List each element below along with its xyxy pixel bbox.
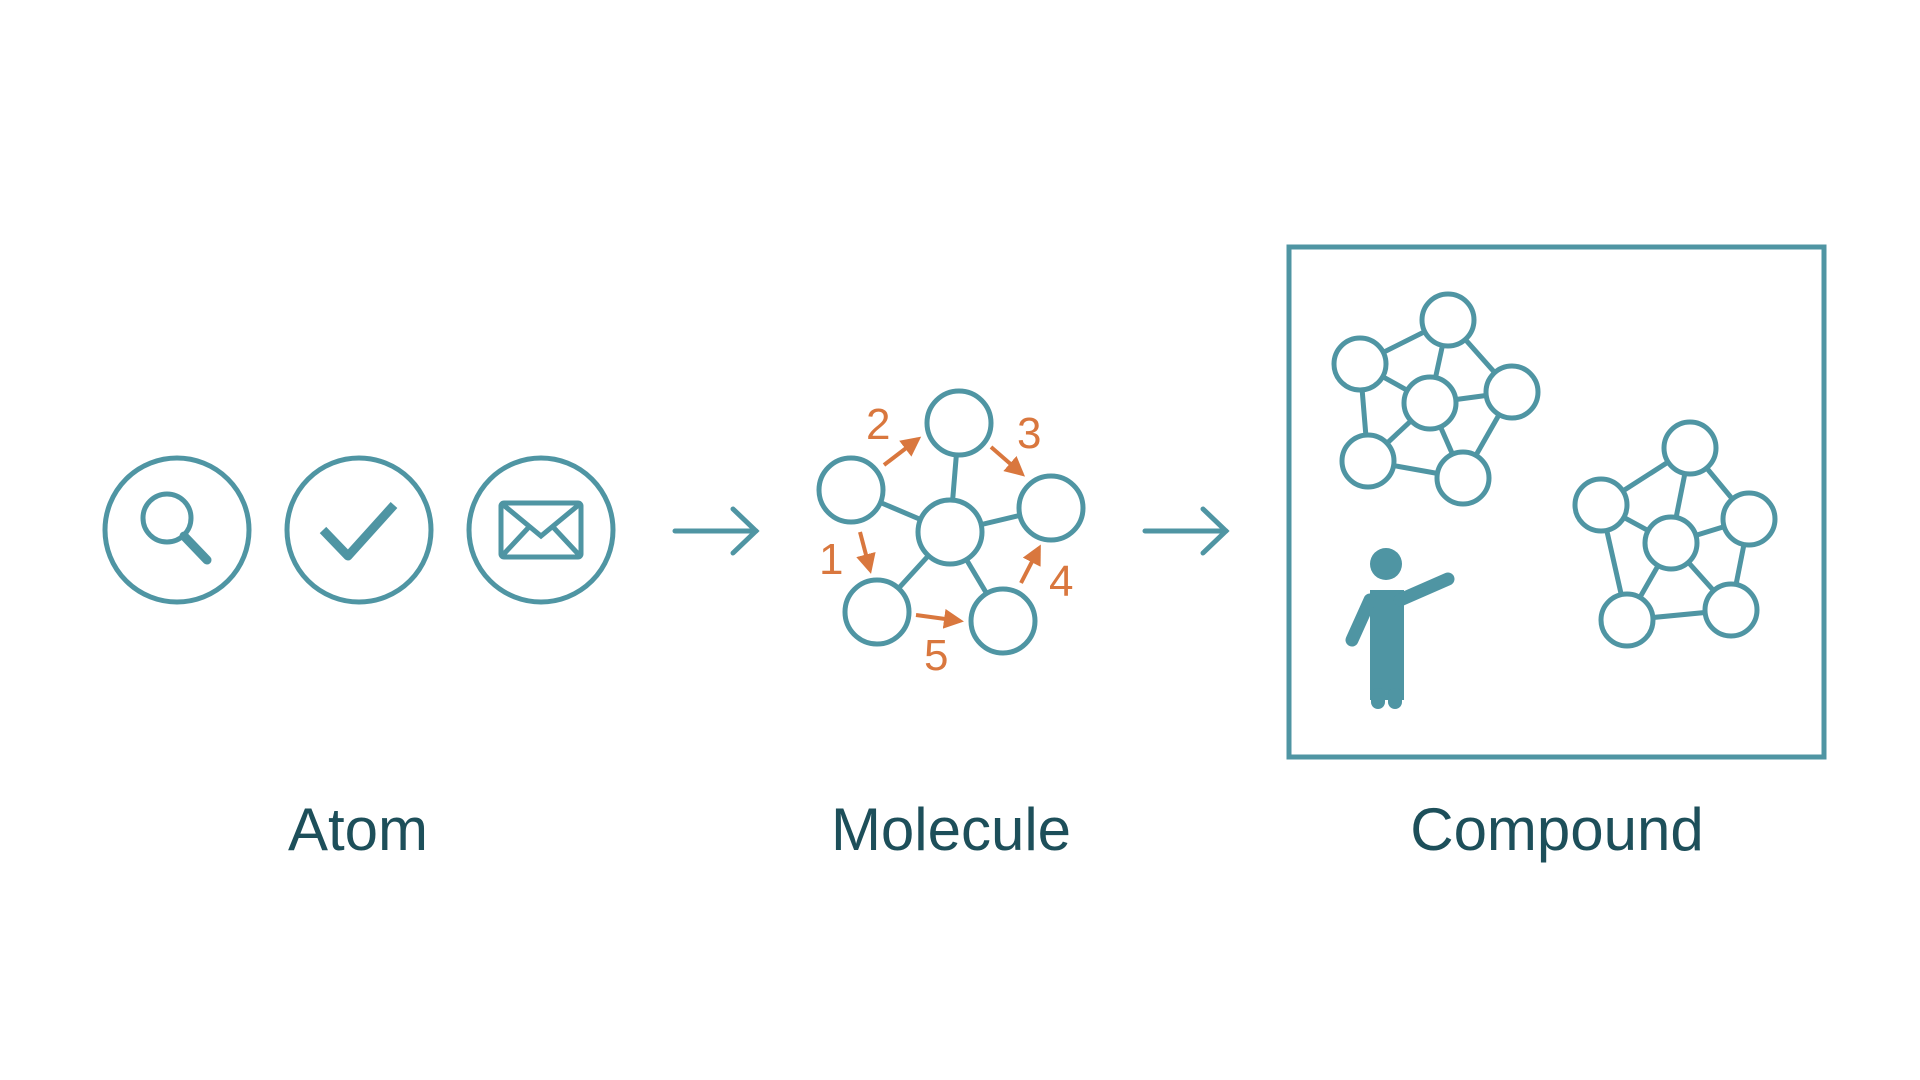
search-icon: [102, 455, 252, 605]
flow-arrow-3: [989, 445, 1026, 477]
molecule-node-center: [915, 497, 985, 567]
step-number-4: 4: [1049, 557, 1073, 606]
arrow-right-icon: [672, 506, 760, 556]
step-number-2: 2: [866, 400, 890, 449]
caption-molecule: Molecule: [831, 796, 1071, 863]
atom-group: [102, 455, 616, 605]
caption-atom: Atom: [288, 796, 428, 863]
flow-arrow-1: [856, 531, 876, 574]
compound-frame: [1286, 244, 1827, 760]
arrow-right-icon: [1142, 506, 1230, 556]
compound-group: [1286, 244, 1827, 760]
caption-compound: Compound: [1410, 796, 1704, 863]
molecule-nodes: [816, 388, 1086, 656]
step-number-5: 5: [924, 631, 948, 680]
compound-molecule-a: [1331, 291, 1541, 507]
molecule-node-bottom-left: [842, 577, 912, 647]
step-number-3: 3: [1017, 409, 1041, 458]
step-number-1: 1: [819, 535, 843, 584]
flow-arrow-4: [1019, 544, 1041, 584]
flow-arrow-2: [882, 436, 922, 467]
molecule-node-right: [1016, 473, 1086, 543]
mail-icon: [466, 455, 616, 605]
molecule-node-top: [924, 388, 994, 458]
molecule-node-bottom-right: [968, 586, 1038, 656]
person-pointing-icon: [1345, 548, 1455, 709]
check-icon: [284, 455, 434, 605]
molecule-flow-arrows: [856, 436, 1041, 629]
compound-molecule-b: [1572, 419, 1778, 649]
flow-arrow-5: [915, 608, 964, 629]
molecule-node-left: [816, 455, 886, 525]
molecule-group: 1 2 3 4 5: [816, 388, 1086, 680]
